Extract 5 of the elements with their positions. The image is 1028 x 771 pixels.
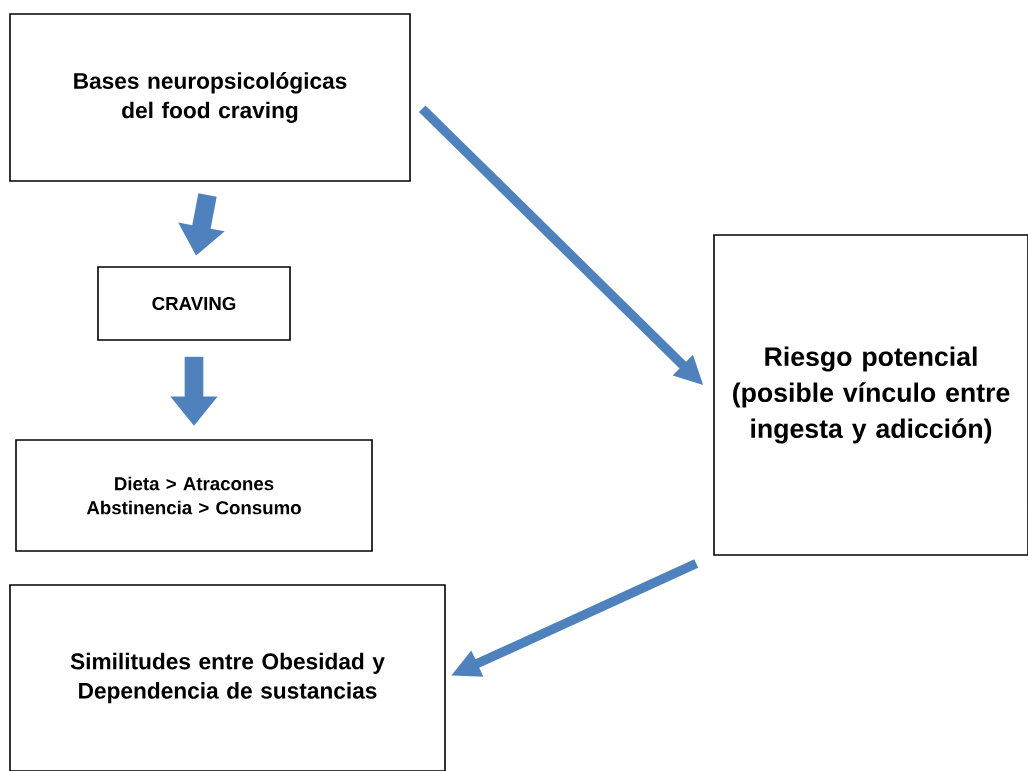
- text-box: Riesgo potencial (posible vínculo entre ingesta y adicción): [713, 234, 1028, 556]
- text-box: Dieta > Atracones Abstinencia > Consumo: [15, 439, 373, 552]
- text-box: Bases neuropsicológicas del food craving: [9, 13, 411, 182]
- text-box: CRAVING: [97, 266, 291, 341]
- text-box: Similitudes entre Obesidad y Dependencia de sustancias: [9, 584, 446, 771]
